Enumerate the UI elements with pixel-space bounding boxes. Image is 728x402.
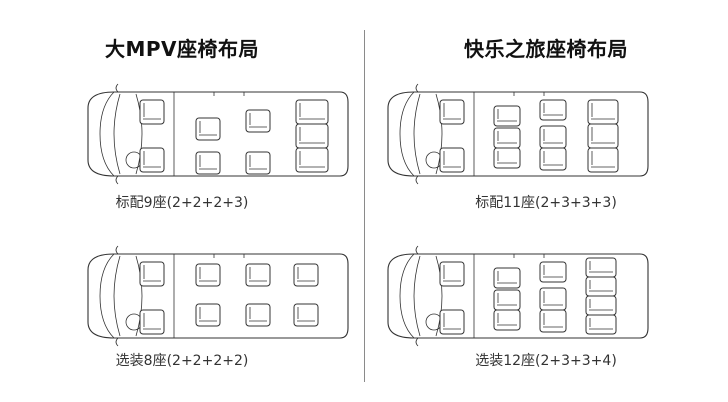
- row3-seat: [539, 261, 567, 283]
- rear-bench-3: [295, 99, 329, 173]
- van-outline-8-seat: [87, 245, 349, 347]
- bench-seat: [587, 123, 619, 149]
- row2-seat: [195, 117, 221, 141]
- caption-optional-8-seat: 选装8座(2+2+2+2): [115, 353, 249, 369]
- bench-seat: [585, 295, 617, 316]
- row3-bench: [539, 125, 567, 171]
- bench-seat: [585, 314, 617, 335]
- left-column-title: 大MPV座椅布局: [104, 37, 260, 61]
- van-outline-11-seat: [387, 83, 649, 185]
- bench-seat: [295, 147, 329, 173]
- mirror-top: [415, 245, 419, 255]
- bench-seat: [493, 289, 521, 311]
- bench-seat: [295, 123, 329, 149]
- windshield-line: [413, 255, 421, 337]
- bench-seat: [539, 287, 567, 311]
- row3-seat: [245, 303, 271, 327]
- row3-seat: [539, 99, 567, 121]
- mirror-bottom: [115, 337, 119, 347]
- van-body-outline: [87, 91, 349, 177]
- mirror-top: [415, 83, 419, 93]
- row2-seat: [493, 267, 521, 289]
- van-diagram-11-seat: [384, 76, 654, 188]
- van-diagram-12-seat: [384, 238, 654, 350]
- cabin-partition: [135, 255, 143, 337]
- bench-seat: [539, 125, 567, 149]
- mirror-top: [115, 245, 119, 255]
- van-body-outline: [87, 253, 349, 339]
- bench-seat: [587, 147, 619, 173]
- caption-standard-11-seat: 标配11座(2+3+3+3): [475, 195, 617, 211]
- cabin-partition: [435, 93, 443, 175]
- caption-optional-12-seat: 选装12座(2+3+3+4): [475, 353, 617, 369]
- driver-seat: [439, 309, 465, 335]
- bench-seat: [295, 99, 329, 125]
- van-body-outline: [387, 253, 649, 339]
- hood-line: [99, 253, 115, 339]
- row2-bench: [493, 289, 521, 331]
- row2-seat: [493, 105, 521, 127]
- mirror-top: [115, 83, 119, 93]
- front-passenger-seat: [139, 99, 165, 125]
- row3-bench: [539, 287, 567, 333]
- van-outline-9-seat: [87, 83, 349, 185]
- hood-line: [399, 91, 415, 177]
- driver-seat: [439, 147, 465, 173]
- front-passenger-seat: [439, 261, 465, 287]
- front-passenger-seat: [439, 99, 465, 125]
- van-body-outline: [387, 91, 649, 177]
- bench-seat: [585, 276, 617, 297]
- bench-seat: [585, 257, 617, 278]
- center-divider: [364, 30, 365, 382]
- row2-seat: [195, 263, 221, 287]
- rear-bench-4: [585, 257, 617, 335]
- driver-seat: [139, 147, 165, 173]
- hood-line: [399, 253, 415, 339]
- row4-seat: [293, 263, 319, 287]
- row3-seat: [245, 109, 271, 133]
- cabin-partition: [435, 255, 443, 337]
- bench-seat: [539, 147, 567, 171]
- windshield-line: [113, 93, 121, 175]
- front-passenger-seat: [139, 261, 165, 287]
- bench-seat: [493, 309, 521, 331]
- bench-seat: [493, 147, 521, 169]
- row4-seat: [293, 303, 319, 327]
- row2-seat: [195, 303, 221, 327]
- bench-seat: [587, 99, 619, 125]
- row3-seat: [245, 263, 271, 287]
- van-diagram-8-seat: [84, 238, 354, 350]
- van-outline-12-seat: [387, 245, 649, 347]
- row2-seat: [195, 151, 221, 175]
- right-column-title: 快乐之旅座椅布局: [464, 37, 628, 61]
- rear-bench-3: [587, 99, 619, 173]
- van-diagram-9-seat: [84, 76, 354, 188]
- windshield-line: [413, 93, 421, 175]
- bench-seat: [493, 127, 521, 149]
- windshield-line: [113, 255, 121, 337]
- mirror-bottom: [415, 175, 419, 185]
- driver-seat: [139, 309, 165, 335]
- bench-seat: [539, 309, 567, 333]
- mirror-bottom: [415, 337, 419, 347]
- caption-standard-9-seat: 标配9座(2+2+2+3): [115, 195, 249, 211]
- hood-line: [99, 91, 115, 177]
- row3-seat: [245, 151, 271, 175]
- row2-bench: [493, 127, 521, 169]
- cabin-partition: [135, 93, 143, 175]
- mirror-bottom: [115, 175, 119, 185]
